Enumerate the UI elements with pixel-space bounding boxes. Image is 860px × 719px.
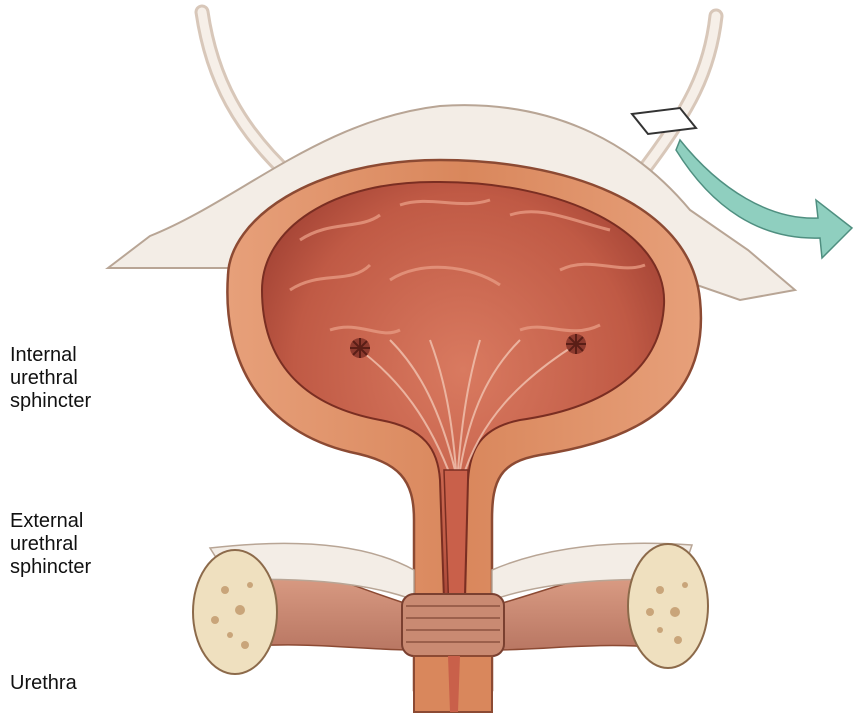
external-sphincter-ring (402, 594, 504, 656)
left-pubic-bone (193, 550, 277, 674)
left-ureteral-orifice (350, 338, 370, 358)
label-external-urethral-sphincter: External urethral sphincter (10, 510, 91, 579)
right-ureteral-orifice (566, 334, 586, 354)
left-ureter-highlight (202, 12, 292, 178)
label-urethra: Urethra (10, 672, 77, 695)
left-ureter (202, 12, 292, 178)
label-internal-urethral-sphincter: Internal urethral sphincter (10, 344, 91, 413)
right-pubic-bone (628, 544, 708, 668)
